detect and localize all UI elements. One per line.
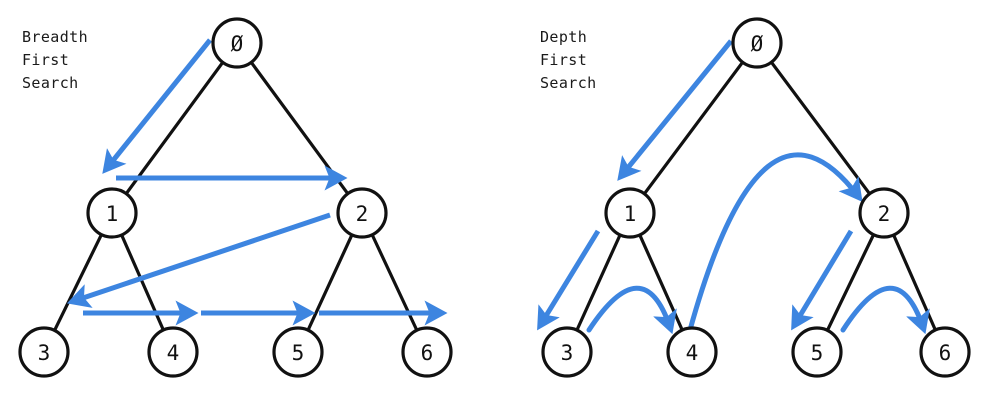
caption-line: Search [540,74,597,92]
node-dfs-6[interactable]: 6 [919,326,971,378]
node-dfs-3[interactable]: 3 [541,326,593,378]
node-label-1: 1 [106,202,119,226]
arrow-2-to-5 [791,229,854,331]
node-circle-6[interactable] [401,326,453,378]
node-label-2: 2 [878,202,891,226]
node-bfs-5[interactable]: 5 [272,326,324,378]
node-circle-1[interactable] [604,187,656,239]
arrow-2-to-3 [66,212,331,308]
tree-edge-1-4 [638,233,684,332]
node-bfs-0[interactable]: Ø [211,17,263,69]
tree-edge-2-5 [825,233,876,332]
node-bfs-4[interactable]: 4 [147,326,199,378]
node-circle-0[interactable] [211,17,263,69]
tree-edge-2-6 [370,233,419,332]
tree-edge-2-6 [892,233,937,332]
node-circle-3[interactable] [541,326,593,378]
node-dfs-4[interactable]: 4 [666,326,718,378]
caption-line: Depth [540,28,587,46]
node-bfs-3[interactable]: 3 [18,326,70,378]
arrow-1-to-3 [537,229,601,331]
node-circle-1[interactable] [86,187,138,239]
tree-edge-1-3 [52,232,104,333]
arrow-3-to-4 [586,285,677,335]
node-bfs-2[interactable]: 2 [336,187,388,239]
node-circle-3[interactable] [18,326,70,378]
node-label-5: 5 [292,341,305,365]
arrow-5-to-6 [840,285,930,335]
node-dfs-1[interactable]: 1 [604,187,656,239]
node-label-6: 6 [421,341,434,365]
node-circle-2[interactable] [336,187,388,239]
node-dfs-2[interactable]: 2 [858,187,910,239]
nodes-bfs: Ø 1 2 3 4 5 6 [18,17,453,378]
arrow-0-to-1 [617,39,733,181]
node-label-5: 5 [811,341,824,365]
traversal-arrows-bfs [66,38,448,326]
node-label-2: 2 [356,202,369,226]
node-label-1: 1 [624,202,637,226]
node-label-4: 4 [167,341,180,365]
node-label-0: Ø [751,32,764,56]
traversal-arrows-dfs [537,39,930,335]
tree-edge-2-5 [306,233,354,332]
node-bfs-6[interactable]: 6 [401,326,453,378]
arrow-4-to-2 [687,152,863,333]
tree-edge-0-1 [642,60,745,196]
caption-line: First [22,51,69,69]
caption-line: First [540,51,587,69]
node-label-6: 6 [939,341,952,365]
node-label-3: 3 [561,341,574,365]
node-dfs-5[interactable]: 5 [791,326,843,378]
node-circle-2[interactable] [858,187,910,239]
node-circle-0[interactable] [731,17,783,69]
node-circle-5[interactable] [791,326,843,378]
node-bfs-1[interactable]: 1 [86,187,138,239]
node-label-0: Ø [231,32,244,56]
tree-edge-0-1 [124,60,225,196]
tree-edge-0-2 [769,60,872,196]
caption-line: Search [22,74,79,92]
arrow-0-to-1 [102,38,212,174]
node-label-3: 3 [38,341,51,365]
node-label-4: 4 [686,341,699,365]
caption-line: Breadth [22,28,88,46]
node-circle-4[interactable] [147,326,199,378]
tree-edges-bfs [52,60,419,333]
node-dfs-0[interactable]: Ø [731,17,783,69]
node-circle-5[interactable] [272,326,324,378]
nodes-dfs: Ø 1 2 3 4 5 6 [541,17,971,378]
node-circle-6[interactable] [919,326,971,378]
tree-edge-1-3 [575,233,622,332]
tree-edge-0-2 [249,60,350,196]
node-circle-4[interactable] [666,326,718,378]
